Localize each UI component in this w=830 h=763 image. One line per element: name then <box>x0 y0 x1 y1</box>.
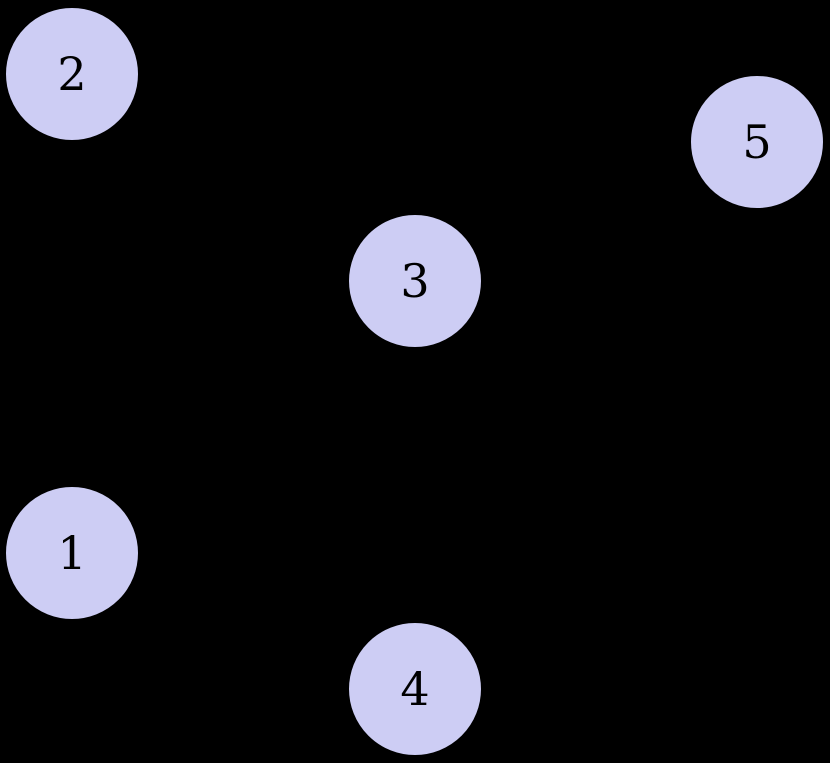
node-label: 3 <box>400 254 430 308</box>
node-label: 2 <box>57 47 87 101</box>
graph-node-2: 2 <box>5 7 139 141</box>
graph-node-4: 4 <box>348 622 482 756</box>
graph-node-5: 5 <box>690 75 824 209</box>
graph-node-1: 1 <box>5 486 139 620</box>
node-label: 4 <box>400 662 430 716</box>
node-label: 1 <box>57 526 87 580</box>
graph-node-3: 3 <box>348 214 482 348</box>
node-label: 5 <box>742 115 772 169</box>
